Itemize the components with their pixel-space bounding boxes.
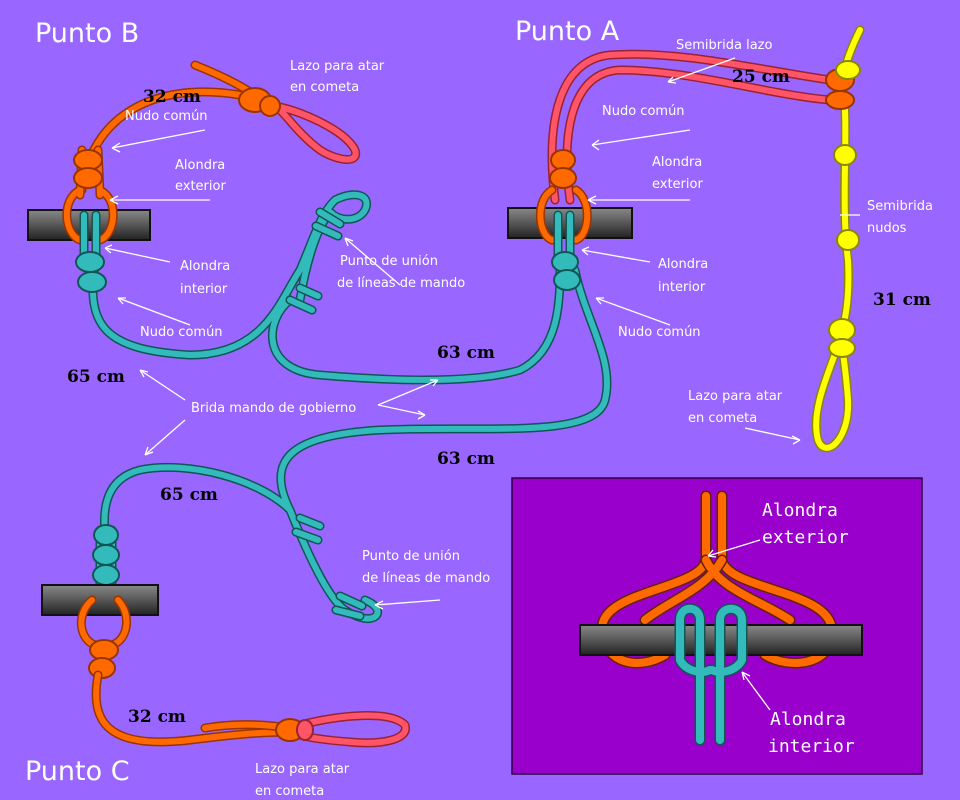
inset-alondra-int-2: interior (768, 736, 855, 757)
brida-mando-label: Brida mando de gobierno (191, 401, 356, 416)
nudo-comun-a-bottom: Nudo común (618, 325, 701, 340)
nudo-comun-b-bottom: Nudo común (140, 325, 223, 340)
nudo-comun-a-top: Nudo común (602, 104, 685, 119)
alondra-ext-b-1: Alondra (175, 158, 225, 173)
alondra-ext-b-2: exterior (175, 179, 226, 194)
alondra-int-a-1: Alondra (658, 257, 708, 272)
length-a-red: 25 cm (732, 67, 790, 87)
punto-union-top-2: de líneas de mando (337, 276, 465, 291)
length-b-cyan: 65 cm (67, 367, 125, 387)
length-mid-bottom: 63 cm (437, 449, 495, 469)
alondra-ext-a-1: Alondra (652, 155, 702, 170)
punto-union-top-1: Punto de unión (340, 254, 438, 269)
inset-alondra-ext-1: Alondra (762, 500, 838, 521)
point-b-title: Punto B (35, 18, 139, 49)
length-mid-top: 63 cm (437, 343, 495, 363)
bar-c (41, 584, 159, 616)
lazo-a-label-2: en cometa (688, 411, 757, 426)
alondra-int-b-1: Alondra (180, 259, 230, 274)
semibrida-lazo-label: Semibrida lazo (676, 38, 772, 53)
point-a-title: Punto A (515, 16, 620, 47)
length-c-cyan: 65 cm (160, 485, 218, 505)
point-c-title: Punto C (25, 756, 130, 787)
alondra-int-a-2: interior (658, 280, 706, 295)
semibrida-nudos-1: Semibrida (867, 199, 933, 214)
length-a-yellow: 31 cm (873, 290, 931, 310)
lazo-c-label-1: Lazo para atar (255, 762, 350, 777)
semibrida-nudos-2: nudos (867, 221, 907, 236)
bar-b (27, 209, 151, 241)
point-b-assembly (27, 60, 361, 293)
lazo-b-label-2: en cometa (290, 80, 359, 95)
nudo-comun-b-top: Nudo común (125, 109, 208, 124)
lazo-c-label-2: en cometa (255, 784, 324, 799)
inset-alondra-int-1: Alondra (770, 709, 846, 730)
punto-union-bottom-2: de líneas de mando (362, 571, 490, 586)
length-b-orange: 32 cm (143, 87, 201, 107)
control-bridle-rope (88, 190, 612, 624)
lazo-b-label-1: Lazo para atar (290, 59, 385, 74)
length-c-orange: 32 cm (128, 707, 186, 727)
annotation-arrows (104, 57, 860, 711)
alondra-ext-a-2: exterior (652, 177, 703, 192)
inset-panel (511, 477, 923, 775)
punto-union-bottom-1: Punto de unión (362, 549, 460, 564)
inset-alondra-ext-2: exterior (762, 527, 849, 548)
lazo-a-label-1: Lazo para atar (688, 389, 783, 404)
alondra-int-b-2: interior (180, 282, 228, 297)
point-a-assembly (507, 25, 865, 453)
point-c-assembly (41, 524, 410, 748)
text-layer: Punto B Punto A Punto C Lazo para atar e… (25, 16, 933, 799)
